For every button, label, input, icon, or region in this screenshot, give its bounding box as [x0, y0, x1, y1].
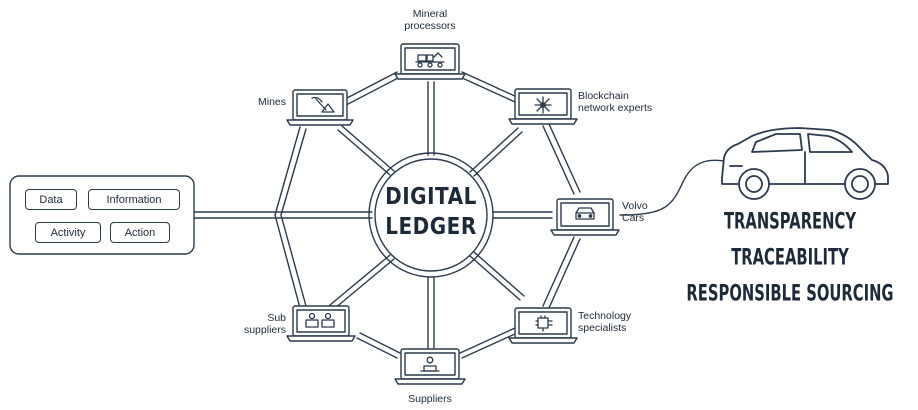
- label-blockchain-line1: Blockchain: [578, 90, 629, 102]
- outer-ring: [274, 71, 581, 359]
- label-blockchain-line2: network experts: [578, 102, 653, 114]
- ledger-circle-outer: [368, 152, 494, 278]
- label-mineral-processors-line1: Mineral: [412, 8, 448, 20]
- label-technology-line2: specialists: [578, 322, 627, 334]
- label-sub-suppliers: Sub suppliers: [222, 312, 286, 336]
- chip-information: Information: [88, 189, 180, 210]
- spokes: [193, 81, 553, 349]
- car-cable: [619, 159, 731, 216]
- outcome-transparency: TRANSPARENCY: [723, 208, 857, 235]
- laptop-sub-suppliers: [286, 305, 356, 342]
- label-technology-line1: Technology: [578, 310, 632, 322]
- laptop-suppliers: [394, 348, 466, 385]
- input-panel: [9, 175, 195, 255]
- people-box-icon: [305, 312, 335, 328]
- ledger-title: DIGITAL LEDGER: [376, 181, 486, 241]
- car-illustration: [721, 127, 889, 200]
- laptop-volvo: [550, 198, 620, 236]
- network-icon: [534, 96, 552, 114]
- laptop-technology: [508, 307, 578, 344]
- outcome-traceability: TRACEABILITY: [731, 244, 849, 271]
- label-sub-suppliers-line2: suppliers: [243, 324, 286, 336]
- label-volvo-line1: Volvo: [622, 200, 648, 212]
- label-technology: Technology specialists: [578, 310, 668, 334]
- label-volvo: Volvo Cars: [622, 200, 662, 224]
- label-blockchain: Blockchain network experts: [578, 90, 688, 114]
- circuit-icon: [535, 315, 553, 332]
- ledger-title-line1: DIGITAL: [385, 182, 477, 210]
- label-volvo-line2: Cars: [622, 212, 645, 224]
- chip-activity: Activity: [35, 222, 101, 243]
- car-front-icon: [575, 207, 595, 220]
- pickaxe-icon: [311, 96, 335, 113]
- label-mines: Mines: [257, 96, 286, 108]
- chip-action: Action: [110, 222, 170, 243]
- label-sub-suppliers-line1: Sub: [267, 312, 286, 324]
- person-box-icon: [420, 356, 440, 372]
- laptop-mines: [286, 89, 354, 126]
- chip-data: Data: [25, 189, 77, 210]
- label-mineral-processors-line2: processors: [404, 20, 456, 32]
- outcome-responsible-sourcing: RESPONSIBLE SOURCING: [686, 280, 894, 307]
- label-suppliers: Suppliers: [408, 393, 452, 405]
- conveyor-icon: [415, 52, 445, 68]
- ledger-circle-inner: [374, 158, 488, 272]
- label-mineral-processors: Mineral processors: [395, 8, 465, 32]
- ledger-title-line2: LEDGER: [385, 212, 477, 240]
